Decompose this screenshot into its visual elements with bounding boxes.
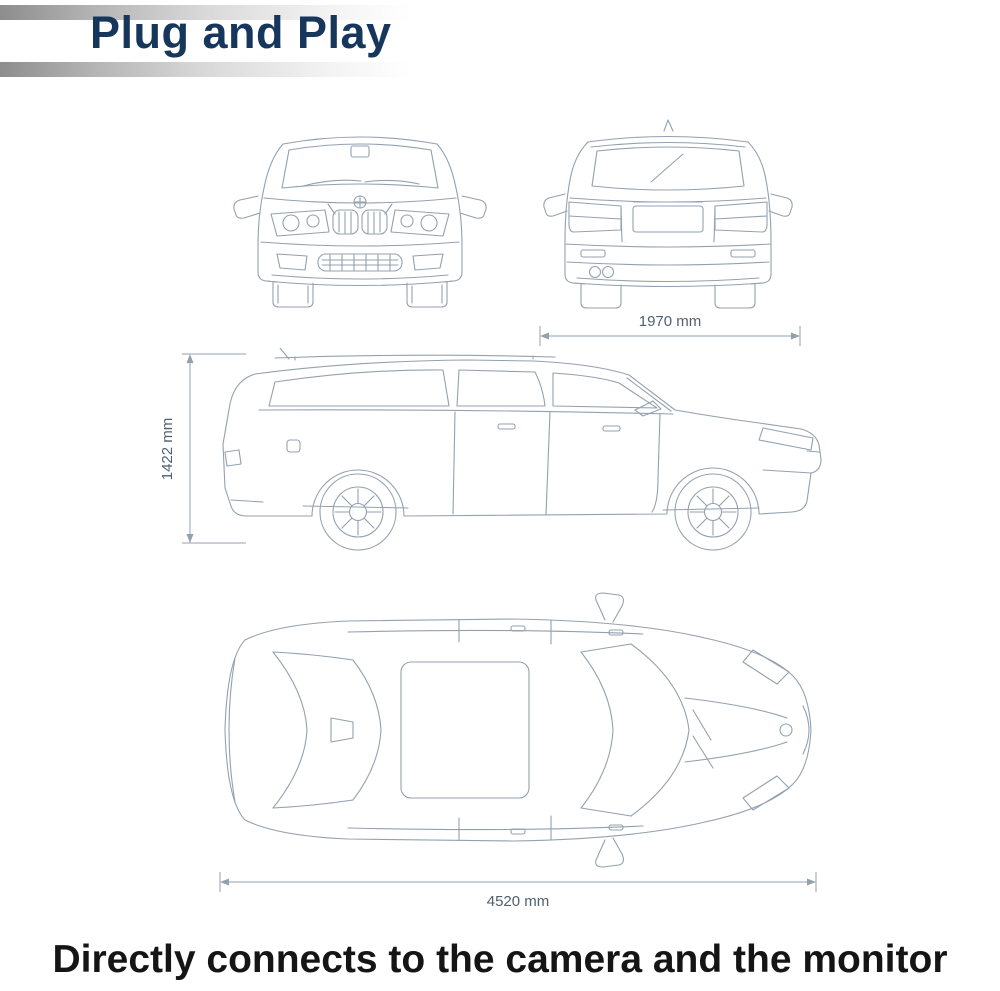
rear-side-mirrors bbox=[543, 193, 793, 217]
page-title: Plug and Play bbox=[90, 7, 392, 58]
header-gradient-strip-bottom bbox=[0, 62, 412, 77]
dimension-label-top-length: 4520 mm bbox=[487, 893, 550, 910]
dimension-label-side-height: 1422 mm bbox=[160, 418, 176, 481]
front-body bbox=[257, 136, 463, 287]
rear-body bbox=[564, 119, 772, 288]
side-rear-wheel bbox=[319, 473, 397, 551]
top-sunroof bbox=[400, 661, 530, 799]
header-gradient-strip-top bbox=[0, 5, 412, 20]
side-front-wheel bbox=[674, 473, 752, 551]
dimension-side-height: 1422 mm bbox=[160, 353, 246, 544]
dimension-label-rear-width: 1970 mm bbox=[639, 313, 702, 330]
top-hood bbox=[684, 649, 810, 811]
top-windshield bbox=[580, 643, 714, 817]
front-side-mirrors bbox=[233, 195, 487, 219]
footer-caption: Directly connects to the camera and the … bbox=[52, 938, 948, 981]
side-windows bbox=[258, 369, 674, 415]
top-door-lines bbox=[458, 619, 624, 841]
dimension-top-length: 4520 mm bbox=[219, 872, 817, 910]
front-grille-and-badge bbox=[332, 195, 388, 235]
rear-wheels bbox=[580, 283, 756, 309]
front-bumper bbox=[260, 241, 460, 280]
front-wheels bbox=[272, 281, 448, 308]
side-silhouette bbox=[222, 348, 822, 517]
front-headlights bbox=[270, 209, 450, 237]
car-side-view-drawing bbox=[222, 348, 822, 551]
top-rear-window bbox=[272, 651, 382, 809]
dimension-rear-width: 1970 mm bbox=[539, 313, 801, 346]
rear-taillights bbox=[568, 201, 768, 243]
car-front-view-drawing bbox=[233, 136, 487, 308]
top-side-mirrors bbox=[595, 592, 625, 868]
rear-window bbox=[591, 146, 745, 191]
car-top-view-drawing bbox=[224, 592, 812, 868]
rear-bumper bbox=[564, 243, 772, 283]
car-rear-view-drawing bbox=[543, 119, 793, 309]
rear-exhaust-pipes bbox=[588, 265, 615, 279]
side-doors bbox=[286, 400, 662, 516]
front-windshield bbox=[281, 143, 439, 189]
side-front-details bbox=[224, 427, 820, 511]
rear-license-plate bbox=[632, 201, 704, 233]
top-body-outline bbox=[224, 618, 812, 842]
